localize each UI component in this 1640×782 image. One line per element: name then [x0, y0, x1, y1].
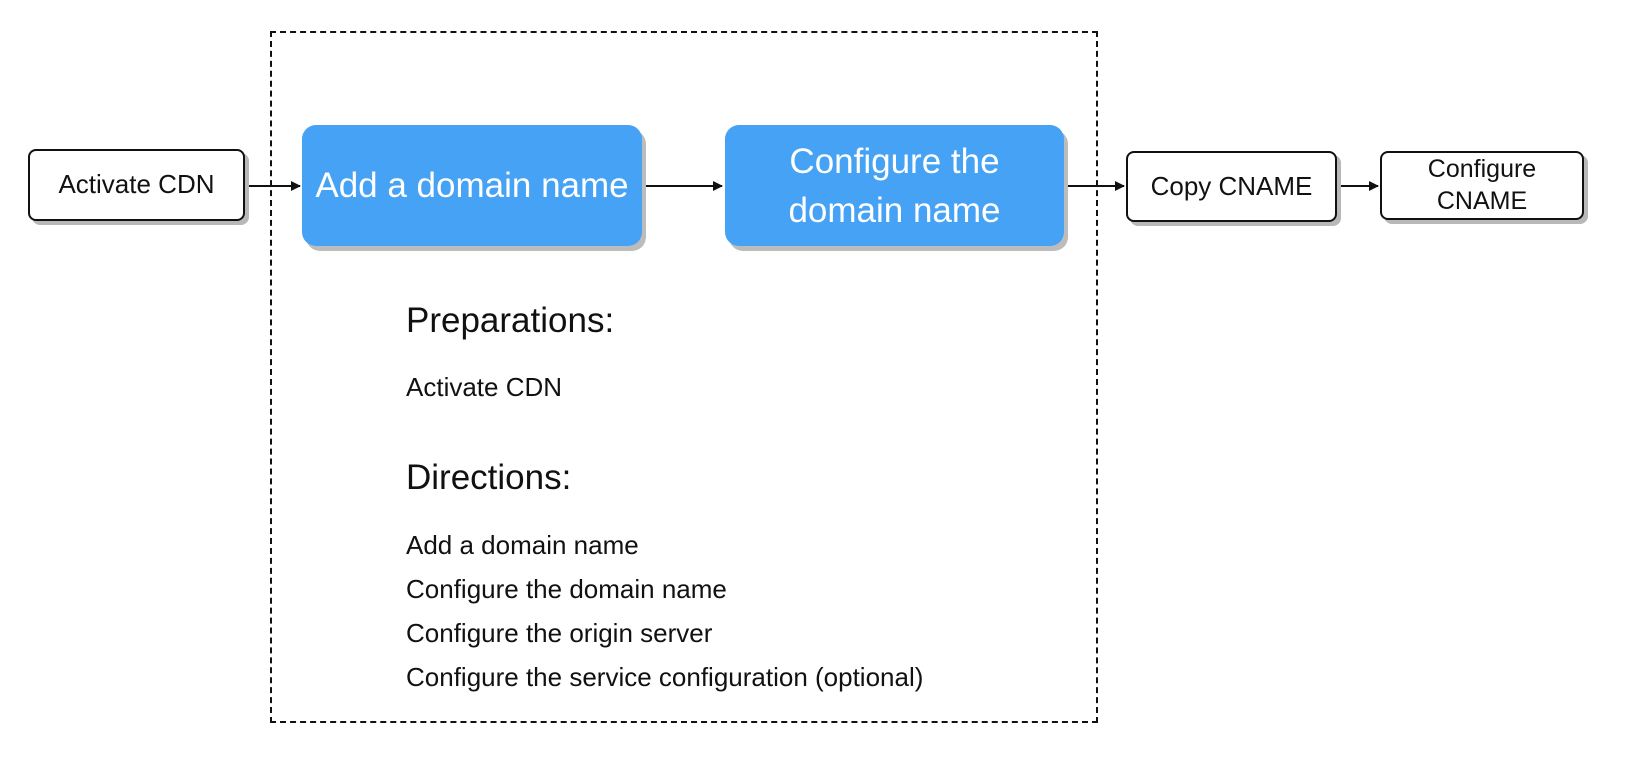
- activate-cdn-box[interactable]: Activate CDN: [28, 149, 245, 221]
- copy-cname-label: Copy CNAME: [1150, 170, 1313, 201]
- activate-cdn-label: Activate CDN: [58, 169, 215, 200]
- preparation-item: Activate CDN: [406, 372, 563, 402]
- add-domain-box[interactable]: Add a domain name: [302, 125, 642, 246]
- configure-domain-box[interactable]: Configure the domain name: [725, 125, 1064, 246]
- add-domain-label: Add a domain name: [315, 166, 629, 205]
- copy-cname-box[interactable]: Copy CNAME: [1126, 151, 1337, 222]
- direction-item-configure-origin: Configure the origin server: [406, 618, 713, 648]
- directions-heading: Directions:: [406, 458, 572, 497]
- configure-domain-label: Configure the domain name: [788, 141, 1001, 230]
- configure-cname-label: Configure CNAME: [1427, 155, 1537, 215]
- configure-cname-box[interactable]: Configure CNAME: [1380, 151, 1584, 220]
- process-group-frame: [270, 31, 1098, 723]
- preparations-heading: Preparations:: [406, 301, 615, 340]
- direction-item-add-domain: Add a domain name: [406, 530, 639, 560]
- direction-item-service-config: Configure the service configuration (opt…: [406, 662, 924, 692]
- direction-item-configure-domain: Configure the domain name: [406, 574, 727, 604]
